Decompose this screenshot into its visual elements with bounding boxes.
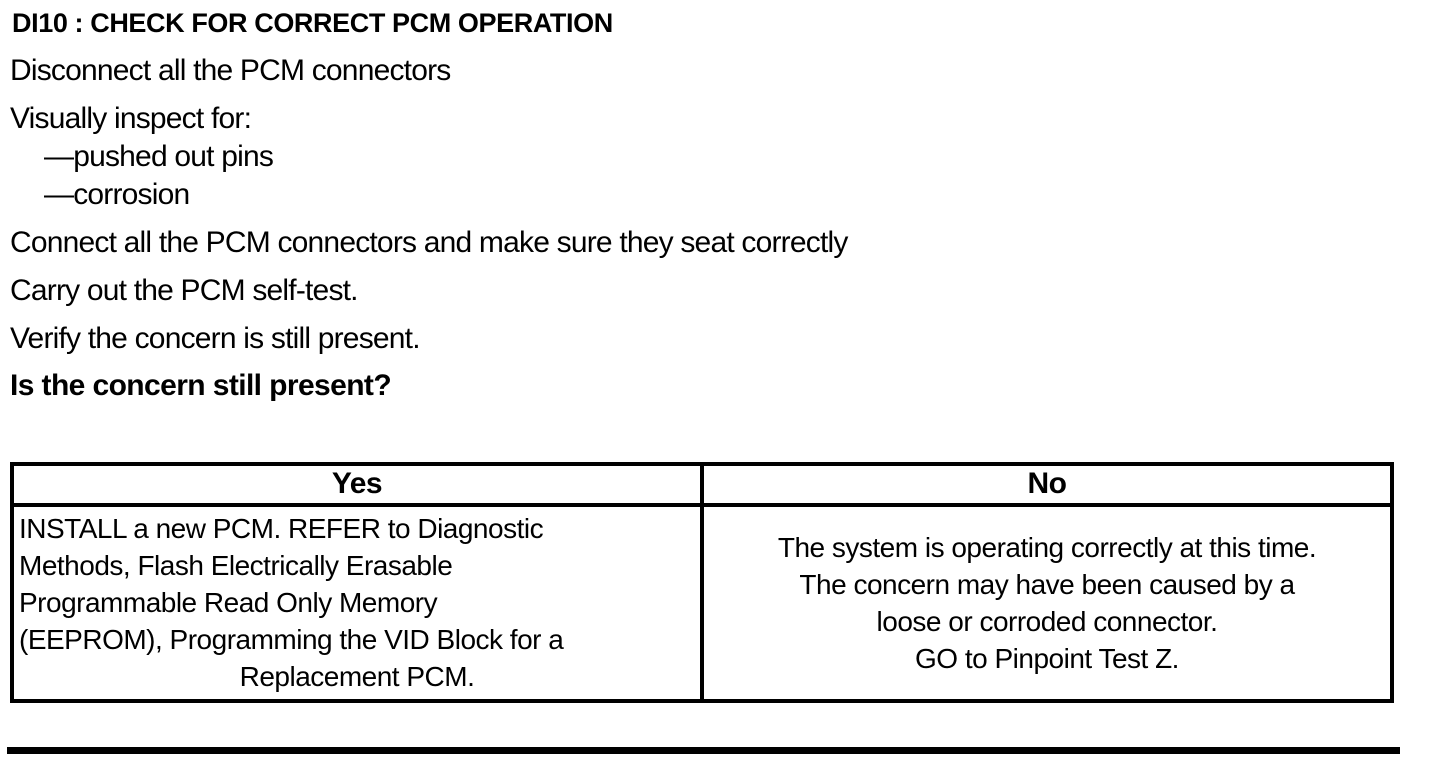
decision-question: Is the concern still present?	[10, 369, 392, 402]
no-action-line-3: loose or corroded connector.	[876, 605, 1218, 637]
yes-action-line-2: Methods, Flash Electrically Erasable	[19, 550, 453, 581]
results-table: Yes No INSTALL a new PCM. REFER to Diagn…	[10, 462, 1394, 703]
horizontal-rule	[7, 747, 1400, 754]
procedure-title: DI10 : CHECK FOR CORRECT PCM OPERATION	[12, 8, 613, 38]
step-self-test: Carry out the PCM self-test.	[10, 274, 359, 307]
results-table-header-row: Yes No	[10, 462, 1394, 507]
step-verify-concern: Verify the concern is still present.	[10, 322, 421, 355]
step-connect-connectors: Connect all the PCM connectors and make …	[10, 226, 848, 259]
yes-action-cell: INSTALL a new PCM. REFER to Diagnostic M…	[10, 503, 704, 703]
yes-action-line-5: Replacement PCM.	[239, 661, 475, 692]
no-column-header: No	[700, 462, 1394, 507]
results-table-body-row: INSTALL a new PCM. REFER to Diagnostic M…	[10, 503, 1394, 703]
no-action-line-2: The concern may have been caused by a	[799, 568, 1295, 600]
yes-action-line-1: INSTALL a new PCM. REFER to Diagnostic	[19, 513, 544, 544]
no-action-line-4: GO to Pinpoint Test Z.	[915, 642, 1179, 674]
yes-action-line-3: Programmable Read Only Memory	[19, 587, 438, 618]
step-disconnect-connectors: Disconnect all the PCM connectors	[10, 54, 451, 87]
yes-column-header: Yes	[10, 462, 704, 507]
no-action-cell: The system is operating correctly at thi…	[700, 503, 1394, 703]
step-visually-inspect: Visually inspect for:	[10, 102, 252, 135]
yes-action-line-4: (EEPROM), Programming the VID Block for …	[19, 624, 564, 655]
no-action-line-1: The system is operating correctly at thi…	[777, 531, 1317, 563]
inspect-item-corrosion: —corrosion	[44, 178, 190, 211]
inspect-item-pushed-out-pins: —pushed out pins	[44, 140, 274, 173]
